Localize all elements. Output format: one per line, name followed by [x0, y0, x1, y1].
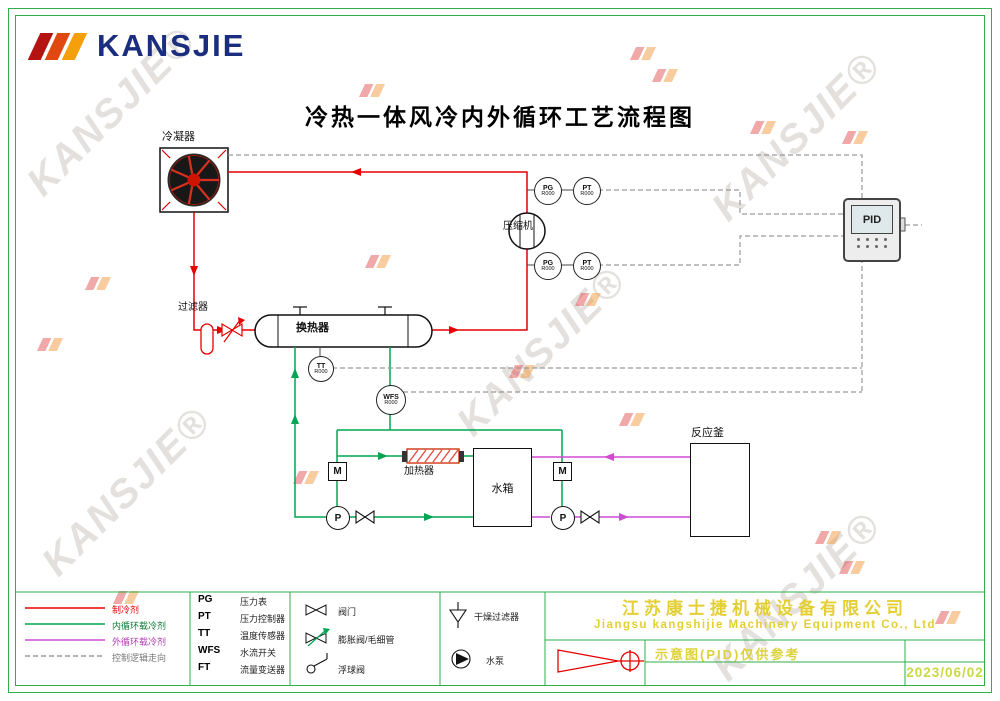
drawing-date: 2023/06/02	[906, 665, 984, 680]
legend-abbr-code: PG	[198, 594, 213, 605]
legend-abbr-code: WFS	[198, 645, 221, 656]
projection-symbol-icon	[557, 649, 644, 673]
reactor-vessel	[690, 443, 750, 537]
legend-symbol-label: 膨胀阀/毛细管	[338, 635, 395, 645]
instrument-tag: PT	[582, 259, 592, 267]
legend-line-label: 外循环载冷剂	[112, 637, 167, 647]
pid-buttons	[857, 245, 887, 248]
instrument-number: R000	[541, 190, 555, 197]
external-circulation-arrows	[604, 453, 629, 521]
legend-abbr-label: 温度传感器	[240, 631, 286, 641]
legend-line-samples	[25, 607, 105, 657]
legend-dry-filter-icon	[448, 602, 468, 628]
instrument-number: R000	[580, 190, 594, 197]
pump-right: P	[551, 506, 575, 530]
legend-water-pump-icon	[451, 649, 471, 669]
compressor-symbol	[508, 212, 546, 250]
valve-symbol	[580, 509, 600, 525]
legend-line-label: 控制逻辑走向	[112, 653, 167, 663]
instrument-tag: PG	[542, 259, 554, 267]
compressor-label: 压缩机	[503, 221, 533, 232]
legend-float-valve-icon	[306, 653, 328, 674]
expansion-valve-symbol	[221, 317, 245, 343]
pid-screen: PID	[851, 205, 893, 234]
legend-symbol-label: 水泵	[486, 656, 505, 666]
logo-slashes-icon	[27, 32, 92, 60]
instrument-number: R000	[314, 368, 328, 375]
legend-abbr-label: 压力表	[240, 597, 268, 607]
heater-symbol	[402, 448, 464, 464]
company-name-en: Jiangsu kangshijie Machinery Equipment C…	[593, 619, 937, 631]
drawing-note: 示意图(PID)仅供参考	[655, 647, 801, 662]
instrument-number: R000	[580, 265, 594, 272]
condenser-label: 冷凝器	[162, 131, 195, 143]
legend-valve-icon	[305, 604, 327, 616]
instrument-pg-bottom: PG R000	[534, 252, 562, 280]
instrument-pt-bottom: PT R000	[573, 252, 601, 280]
company-logo: KANSJIE	[27, 28, 246, 64]
heat-exchanger-label: 换热器	[296, 322, 329, 334]
instrument-tag: PG	[542, 184, 554, 192]
instrument-stubs	[319, 189, 573, 356]
legend-abbr-label: 压力控制器	[240, 614, 286, 624]
instrument-pg-top: PG R000	[534, 177, 562, 205]
pid-buttons	[857, 238, 887, 241]
legend-line-label: 内循环载冷剂	[112, 621, 167, 631]
instrument-number: R000	[384, 399, 398, 406]
condenser-symbol	[159, 147, 229, 213]
internal-circulation-arrows	[291, 368, 434, 521]
heater-label: 加热器	[404, 466, 434, 477]
reactor-label: 反应釜	[691, 427, 724, 439]
instrument-wfs: WFS R000	[376, 385, 406, 415]
legend-abbr-label: 水流开关	[240, 648, 277, 658]
logo-text: KANSJIE	[97, 28, 246, 63]
instrument-number: R000	[541, 265, 555, 272]
legend-abbr-code: FT	[198, 662, 211, 673]
instrument-tag: WFS	[383, 393, 399, 401]
page-title: 冷热一体风冷内外循环工艺流程图	[305, 104, 695, 130]
instrument-tag: TT	[316, 362, 326, 370]
refrigerant-arrows	[190, 168, 459, 334]
motor-valve-right: M	[553, 462, 572, 481]
pid-controller: PID	[843, 198, 901, 262]
motor-valve-left: M	[328, 462, 347, 481]
company-name-cn: 江苏康士捷机械设备有限公司	[622, 599, 908, 618]
water-tank-label: 水箱	[491, 482, 514, 495]
heat-exchanger-symbol	[254, 306, 433, 348]
legend-abbr-code: PT	[198, 611, 211, 622]
legend-symbol-label: 阀门	[338, 607, 357, 617]
instrument-tag: PT	[582, 184, 592, 192]
legend-line-label: 制冷剂	[112, 605, 140, 615]
instrument-pt-top: PT R000	[573, 177, 601, 205]
legend-symbol-label: 浮球阀	[338, 665, 366, 675]
filter-label: 过滤器	[178, 302, 208, 313]
filter-symbol	[200, 323, 214, 355]
pump-left: P	[326, 506, 350, 530]
valve-symbol	[355, 509, 375, 525]
legend-abbr-label: 流量变送器	[240, 665, 286, 675]
legend-expansion-valve-icon	[305, 628, 330, 647]
instrument-tt: TT R000	[308, 356, 334, 382]
water-tank: 水箱	[473, 448, 532, 527]
outer-border-frame	[8, 8, 992, 693]
legend-abbr-code: TT	[198, 628, 211, 639]
control-logic-lines	[228, 154, 922, 393]
title-block-grid	[15, 591, 985, 686]
legend-symbol-label: 干燥过滤器	[474, 612, 520, 622]
inner-border-frame	[15, 15, 985, 686]
